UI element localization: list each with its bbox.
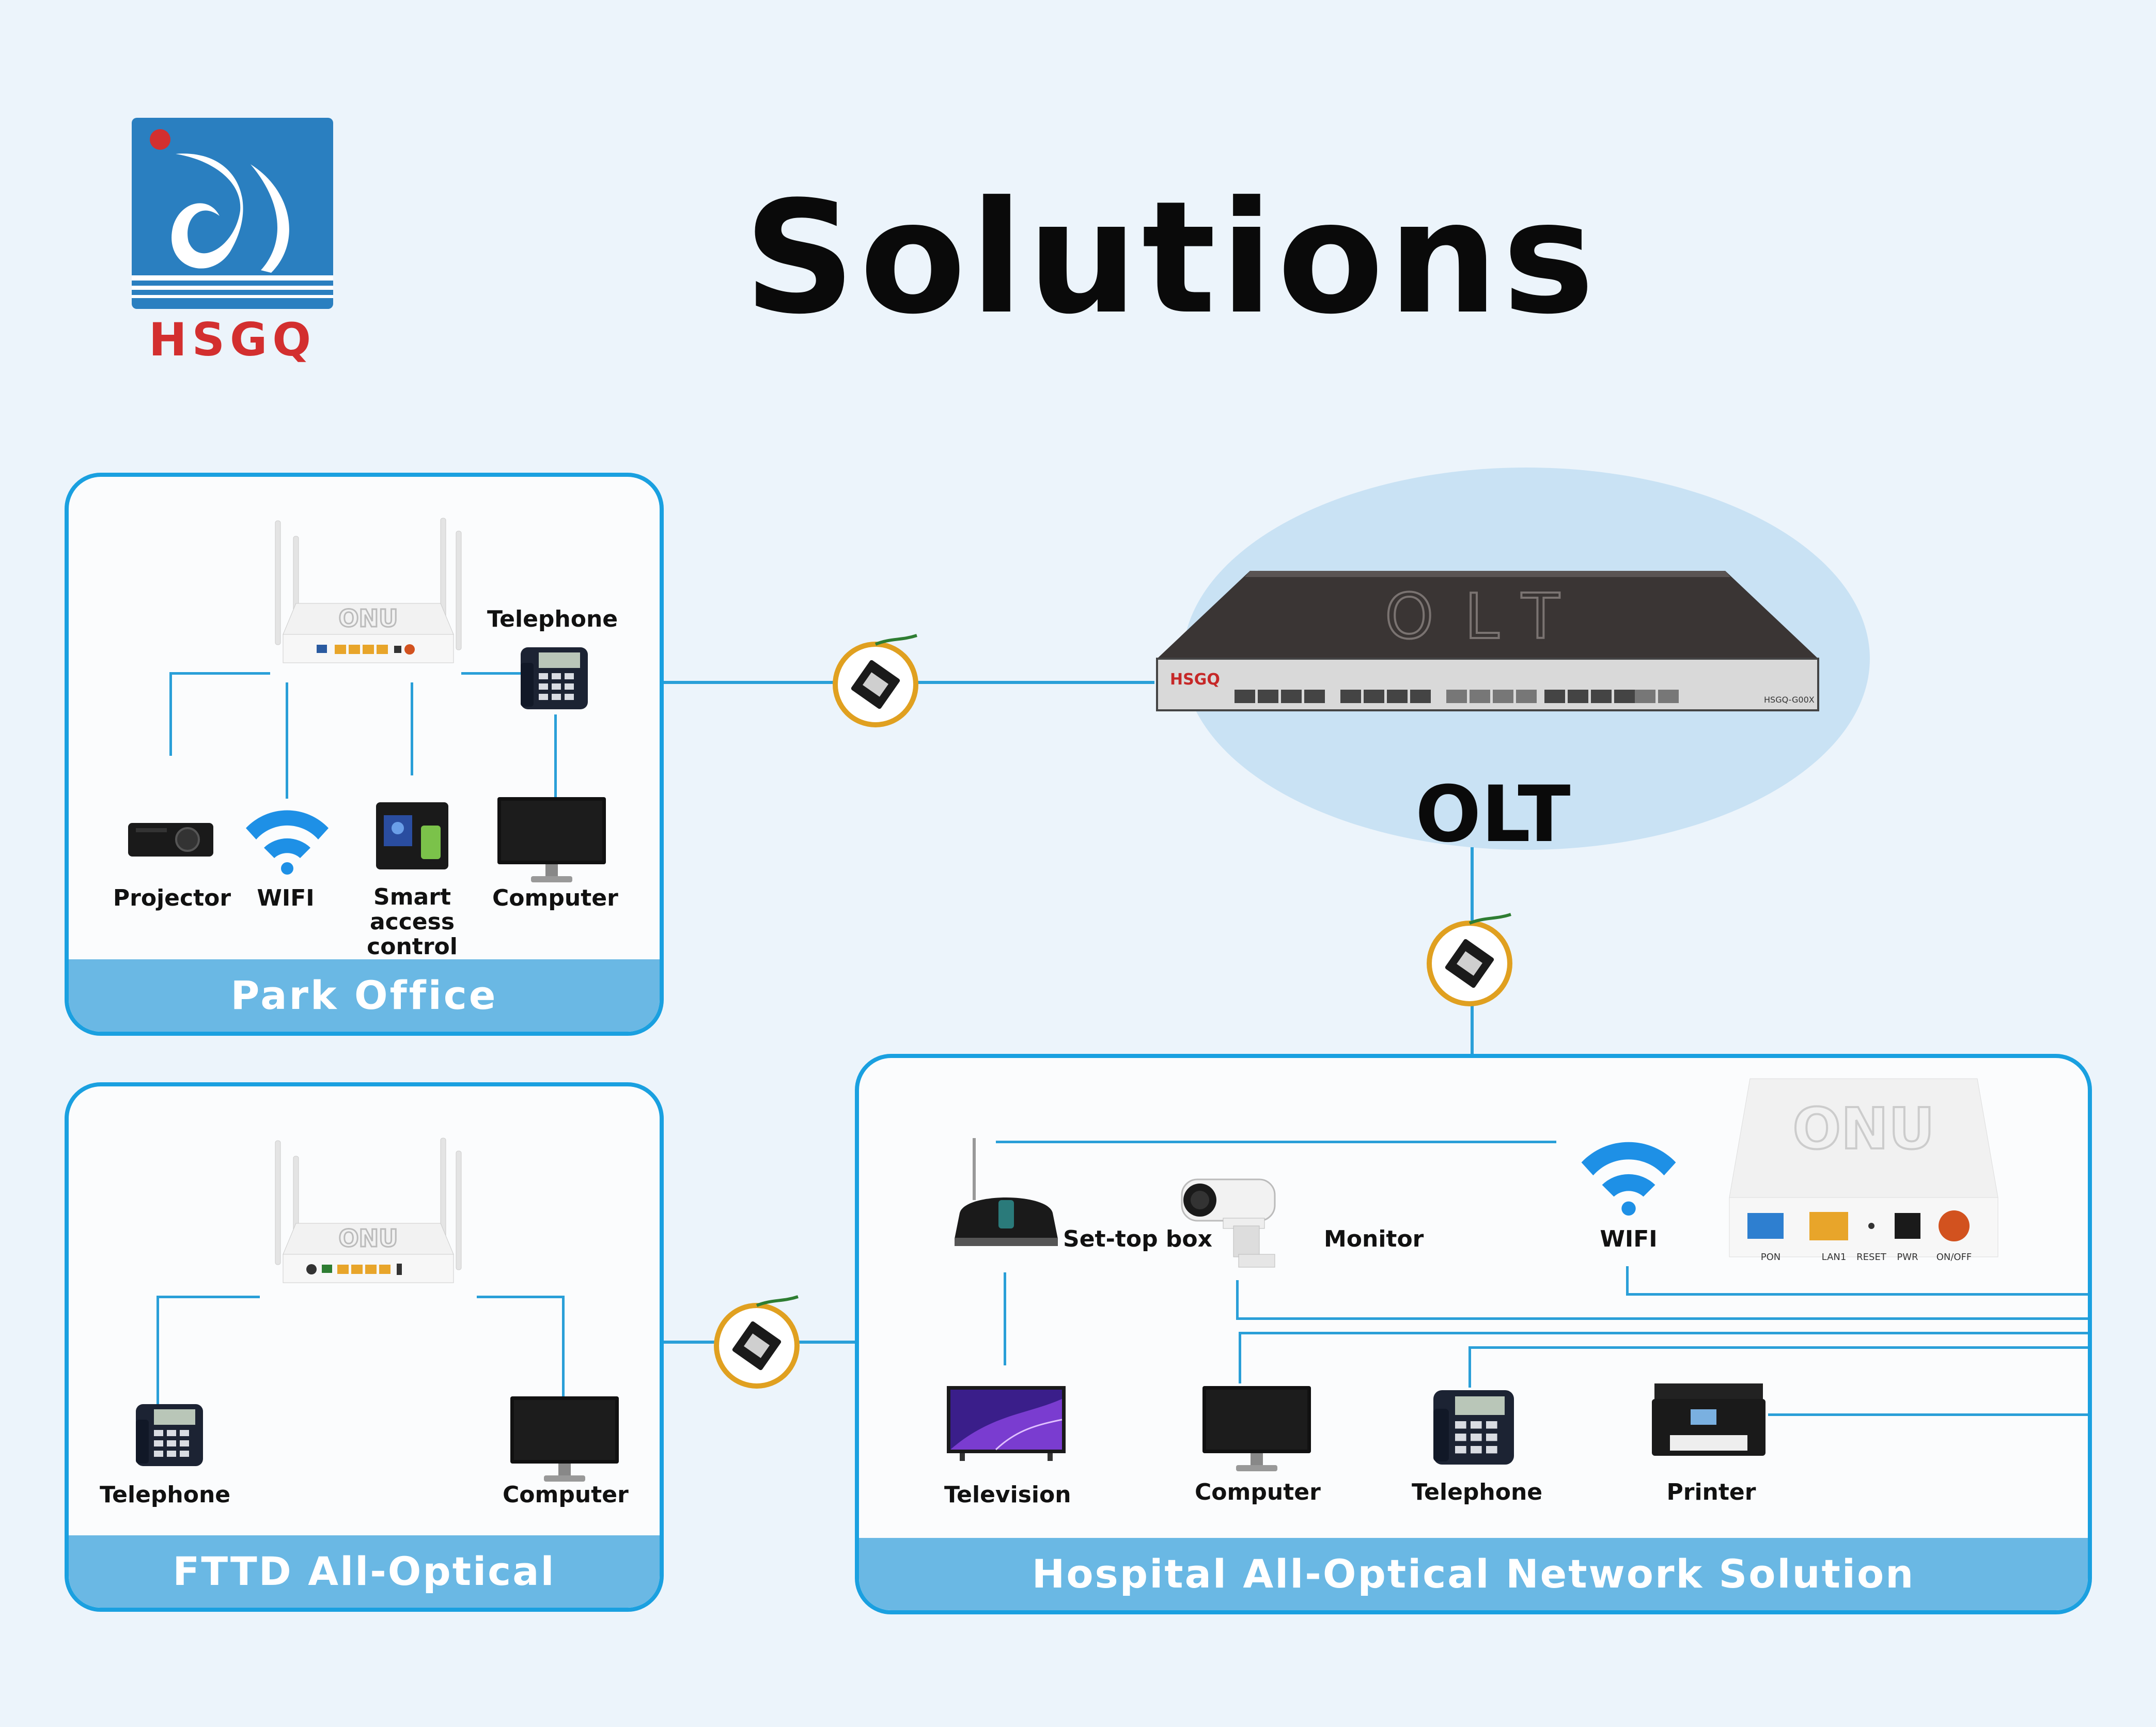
connector-line xyxy=(1768,1413,2088,1416)
park-wifi-label: WIFI xyxy=(257,885,315,911)
connector-line xyxy=(157,1296,260,1298)
computer-icon xyxy=(497,797,606,882)
onu-port-pon: PON xyxy=(1760,1252,1781,1263)
connector-line xyxy=(1626,1293,2088,1296)
hospital-title: Hospital All-Optical Network Solution xyxy=(1032,1551,1915,1597)
set-top-box-icon xyxy=(955,1138,1058,1246)
connector-line xyxy=(477,1296,562,1298)
svg-text:HSGQ: HSGQ xyxy=(1170,671,1220,689)
fttd-title: FTTD All-Optical Network xyxy=(173,1548,556,1594)
park-office-title: Park Office xyxy=(230,972,498,1018)
connector-line xyxy=(169,672,270,675)
hospital-computer-label: Computer xyxy=(1195,1479,1321,1505)
svg-text:ONU: ONU xyxy=(339,1224,398,1252)
hsgq-logo-icon xyxy=(132,118,333,309)
connector-line xyxy=(1236,1280,1239,1319)
fttd-panel: ONU Telephone Computer FTTD All-Optical … xyxy=(65,1082,664,1612)
fttd-computer-label: Computer xyxy=(503,1482,629,1508)
television-label: Television xyxy=(944,1482,1071,1508)
park-office-panel: ONU Telephone Projector WIFI Smar xyxy=(65,473,664,1036)
fttd-telephone-label: Telephone xyxy=(100,1482,231,1508)
projector-icon xyxy=(128,823,213,857)
park-office-footer: Park Office xyxy=(69,959,660,1032)
connector-line xyxy=(1468,1346,1471,1388)
olt-label: OLT xyxy=(1415,770,1571,860)
connector-line xyxy=(1468,1346,2088,1349)
connector-line xyxy=(286,682,288,799)
park-telephone-label: Telephone xyxy=(487,606,618,632)
connector-line xyxy=(1626,1266,1629,1295)
telephone-icon xyxy=(521,647,588,709)
onu-port-pwr: PWR xyxy=(1897,1252,1918,1263)
monitor-label: Monitor xyxy=(1324,1226,1424,1252)
access-control-label: Smart access control xyxy=(367,884,458,960)
svg-text:ONU: ONU xyxy=(339,604,398,632)
projector-label: Projector xyxy=(113,885,231,911)
wifi-icon xyxy=(1581,1142,1676,1216)
connector-line xyxy=(1236,1317,2088,1320)
hsgq-logo-text: HSGQ xyxy=(148,313,317,366)
park-computer-label: Computer xyxy=(492,885,618,911)
connector-line xyxy=(1004,1272,1006,1365)
onu-router-icon: ONU xyxy=(275,518,462,663)
wifi-icon xyxy=(246,810,329,875)
set-top-box-label: Set-top box xyxy=(1063,1226,1213,1252)
connector-line xyxy=(562,1296,565,1451)
connector-line xyxy=(554,714,557,797)
hospital-telephone-label: Telephone xyxy=(1412,1479,1543,1505)
connector-line xyxy=(996,1141,1556,1143)
onu-port-onoff: ON/OFF xyxy=(1936,1252,1972,1263)
onu-port-lan1: LAN1 xyxy=(1821,1252,1847,1263)
television-icon xyxy=(947,1386,1066,1461)
printer-label: Printer xyxy=(1666,1479,1756,1505)
telephone-icon xyxy=(136,1404,203,1466)
svg-text:OLT: OLT xyxy=(1385,581,1590,653)
connector-line xyxy=(157,1296,159,1448)
connector-line xyxy=(411,682,413,775)
page-title: Solutions xyxy=(744,168,1599,348)
computer-icon xyxy=(1202,1386,1311,1471)
hospital-onu-icon: ONU xyxy=(1729,1078,1998,1257)
fttd-footer: FTTD All-Optical Network xyxy=(69,1535,660,1608)
computer-icon xyxy=(510,1396,619,1482)
onu-router-icon: ONU xyxy=(275,1138,462,1283)
splitter-icon xyxy=(714,1295,800,1389)
olt-device: OLT HSGQ HSGQ-G00X xyxy=(1156,571,1819,711)
printer-icon xyxy=(1652,1383,1766,1456)
connector-line xyxy=(169,672,172,756)
svg-text:ONU: ONU xyxy=(1793,1096,1935,1162)
connector-line xyxy=(461,672,554,675)
onu-port-reset: RESET xyxy=(1856,1252,1886,1263)
access-control-icon xyxy=(376,802,448,869)
splitter-icon xyxy=(833,634,918,727)
monitor-camera-icon xyxy=(1181,1178,1276,1268)
splitter-icon xyxy=(1427,913,1512,1006)
svg-text:HSGQ-G00X: HSGQ-G00X xyxy=(1764,695,1815,705)
hospital-footer: Hospital All-Optical Network Solution xyxy=(859,1538,2088,1610)
connector-line xyxy=(1239,1332,1241,1383)
telephone-icon xyxy=(1433,1390,1514,1465)
hsgq-logo: HSGQ xyxy=(132,118,333,366)
hospital-wifi-label: WIFI xyxy=(1600,1226,1658,1252)
connector-line xyxy=(1239,1332,2088,1334)
hospital-panel: ONU PON LAN1 RESET PWR ON/OFF Set-top bo… xyxy=(855,1054,2092,1614)
